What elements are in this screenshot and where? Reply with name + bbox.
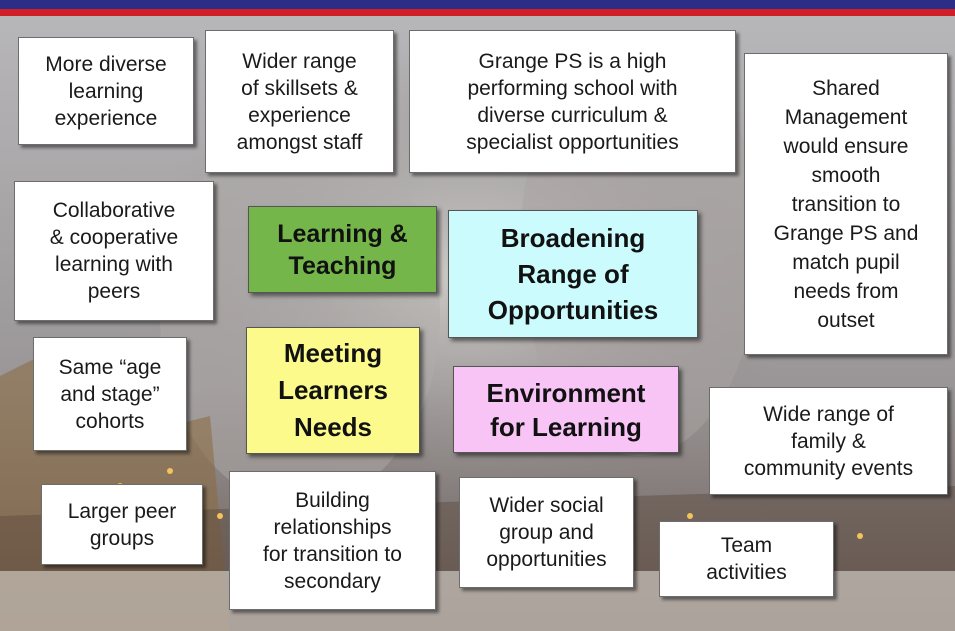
theme-broadening-opportunities: Broadening Range of Opportunities bbox=[448, 210, 698, 338]
note-shared-management: Shared Management would ensure smooth tr… bbox=[744, 53, 948, 355]
top-bar-blue bbox=[0, 0, 955, 9]
note-collaborative-learning: Collaborative & cooperative learning wit… bbox=[14, 181, 214, 321]
theme-meeting-learners-needs: Meeting Learners Needs bbox=[246, 327, 420, 454]
note-grange-high-performing: Grange PS is a high performing school wi… bbox=[409, 30, 736, 173]
note-building-relationships: Building relationships for transition to… bbox=[229, 471, 436, 610]
note-larger-peer-groups: Larger peer groups bbox=[41, 484, 203, 565]
note-wider-skillsets: Wider range of skillsets & experience am… bbox=[205, 30, 394, 173]
theme-environment-for-learning: Environment for Learning bbox=[453, 366, 679, 453]
top-bar-red bbox=[0, 9, 955, 16]
note-family-community-events: Wide range of family & community events bbox=[709, 387, 948, 495]
theme-learning-teaching: Learning & Teaching bbox=[248, 206, 437, 293]
note-same-age-stage: Same “age and stage” cohorts bbox=[33, 337, 187, 451]
note-team-activities: Team activities bbox=[659, 521, 834, 597]
note-diverse-learning: More diverse learning experience bbox=[18, 37, 194, 145]
note-wider-social-group: Wider social group and opportunities bbox=[459, 477, 634, 588]
